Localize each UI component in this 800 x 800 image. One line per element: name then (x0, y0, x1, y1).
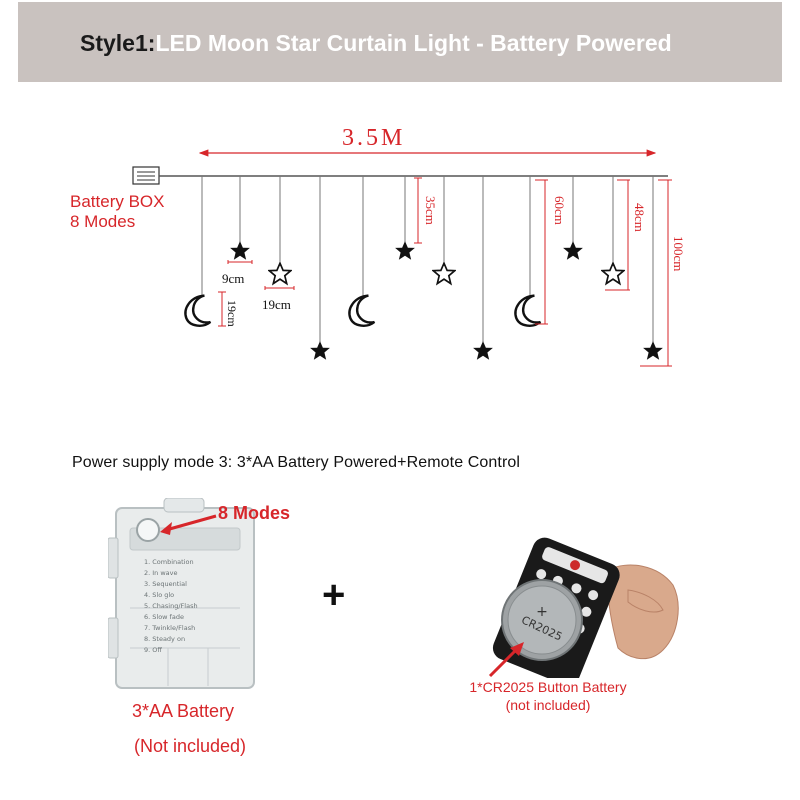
moon-icon (514, 294, 542, 327)
width-dimension-label: 3.5M (342, 125, 405, 151)
pack-mode: 4. Slo glo (144, 591, 174, 599)
star-filled-icon (310, 341, 330, 360)
arrow-icon (488, 646, 520, 678)
cr2025-title: 1*CR2025 Button Battery (469, 679, 627, 695)
star-outline-icon (432, 262, 456, 285)
aa-battery-label: 3*AA Battery (132, 701, 235, 721)
pack-mode: 1. Combination (144, 558, 194, 566)
banner-title-rest: LED Moon Star Curtain Light - Battery Po… (155, 30, 672, 56)
remote-and-coin-image: CR2025 + (488, 537, 679, 678)
battery-box-title: Battery BOX (70, 192, 165, 211)
modes-callout: 8 Modes (218, 503, 291, 523)
star-filled-icon (563, 241, 583, 260)
pack-mode: 2. In wave (144, 569, 178, 577)
dim-drop-60: 60cm (552, 196, 567, 225)
aa-battery-note: (Not included) (134, 736, 247, 756)
dim-star-outline-width: 19cm (262, 297, 291, 312)
star-filled-icon (643, 341, 663, 360)
title-banner: Style1:LED Moon Star Curtain Light - Bat… (18, 2, 782, 82)
star-filled-icon (473, 341, 493, 360)
arrow-icon (165, 514, 217, 532)
pack-mode: 6. Slow fade (144, 613, 184, 621)
dim-drop-48: 48cm (632, 203, 647, 232)
banner-title: Style1:LED Moon Star Curtain Light - Bat… (80, 30, 672, 57)
battery-pack-image: 1. Combination 2. In wave 3. Sequential … (108, 498, 255, 689)
pack-mode: 5. Chasing/Flash (144, 602, 198, 610)
power-supply-heading: Power supply mode 3: 3*AA Battery Powere… (72, 454, 521, 471)
dim-moon-height: 19cm (225, 300, 239, 327)
dim-star-width: 9cm (222, 271, 244, 286)
star-filled-icon (395, 241, 415, 260)
star-filled-icon (230, 241, 250, 260)
dim-drop-35: 35cm (423, 196, 438, 225)
pack-mode: 7. Twinkle/Flash (144, 624, 195, 632)
cr2025-note: (not included) (505, 697, 591, 713)
banner-title-lead: Style1: (80, 30, 156, 56)
star-outline-icon (601, 262, 625, 285)
mode-button (136, 518, 160, 542)
plus-sign: + (322, 573, 346, 617)
moon-icon (184, 294, 212, 327)
pack-mode: 3. Sequential (144, 580, 187, 588)
cr2025-label: 1*CR2025 Button Battery (not included) (448, 678, 648, 714)
curtain-diagram: 3.5M 9cm 19cm (132, 125, 686, 367)
star-outline-icon (268, 262, 292, 285)
pack-mode: 9. Off (144, 646, 162, 654)
dim-drop-100: 100cm (671, 236, 686, 271)
pack-mode: 8. Steady on (144, 635, 185, 643)
svg-text:+: + (536, 604, 548, 620)
battery-box-modes: 8 Modes (70, 212, 136, 231)
moon-icon (348, 294, 376, 327)
battery-box-label: Battery BOX 8 Modes (70, 192, 164, 232)
